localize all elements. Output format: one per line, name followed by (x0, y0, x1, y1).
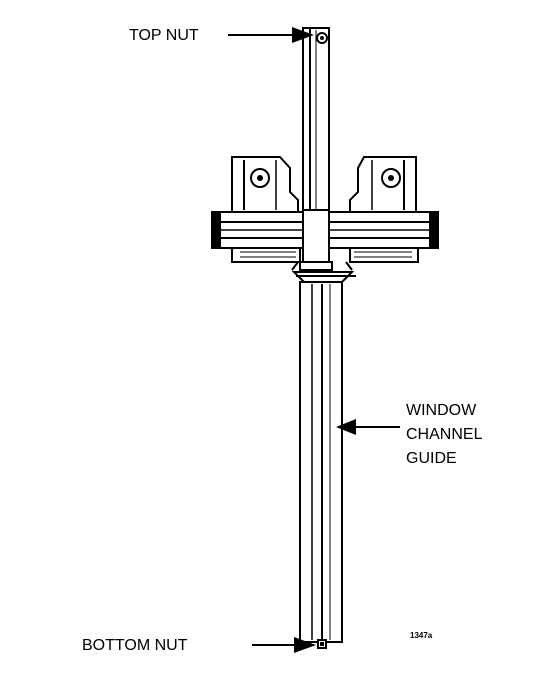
top-nut-label: TOP NUT (129, 27, 199, 44)
window-channel-guide-arrow (336, 419, 400, 435)
lower-flanges (231, 247, 419, 263)
lower-channel-guide (299, 281, 343, 643)
guide-clip (291, 261, 356, 283)
channel-label: CHANNEL (406, 426, 483, 443)
bottom-nut (317, 639, 327, 649)
bottom-nut-arrow (252, 637, 316, 653)
rail-through-channel (302, 209, 330, 263)
left-mounting-bracket (231, 156, 299, 214)
bottom-nut-label: BOTTOM NUT (82, 637, 188, 654)
top-nut-arrow (228, 27, 314, 43)
top-nut (316, 32, 328, 44)
guide-label: GUIDE (406, 450, 457, 467)
figure-number: 1347a (410, 631, 433, 640)
window-label: WINDOW (406, 402, 477, 419)
right-mounting-bracket (349, 156, 417, 214)
